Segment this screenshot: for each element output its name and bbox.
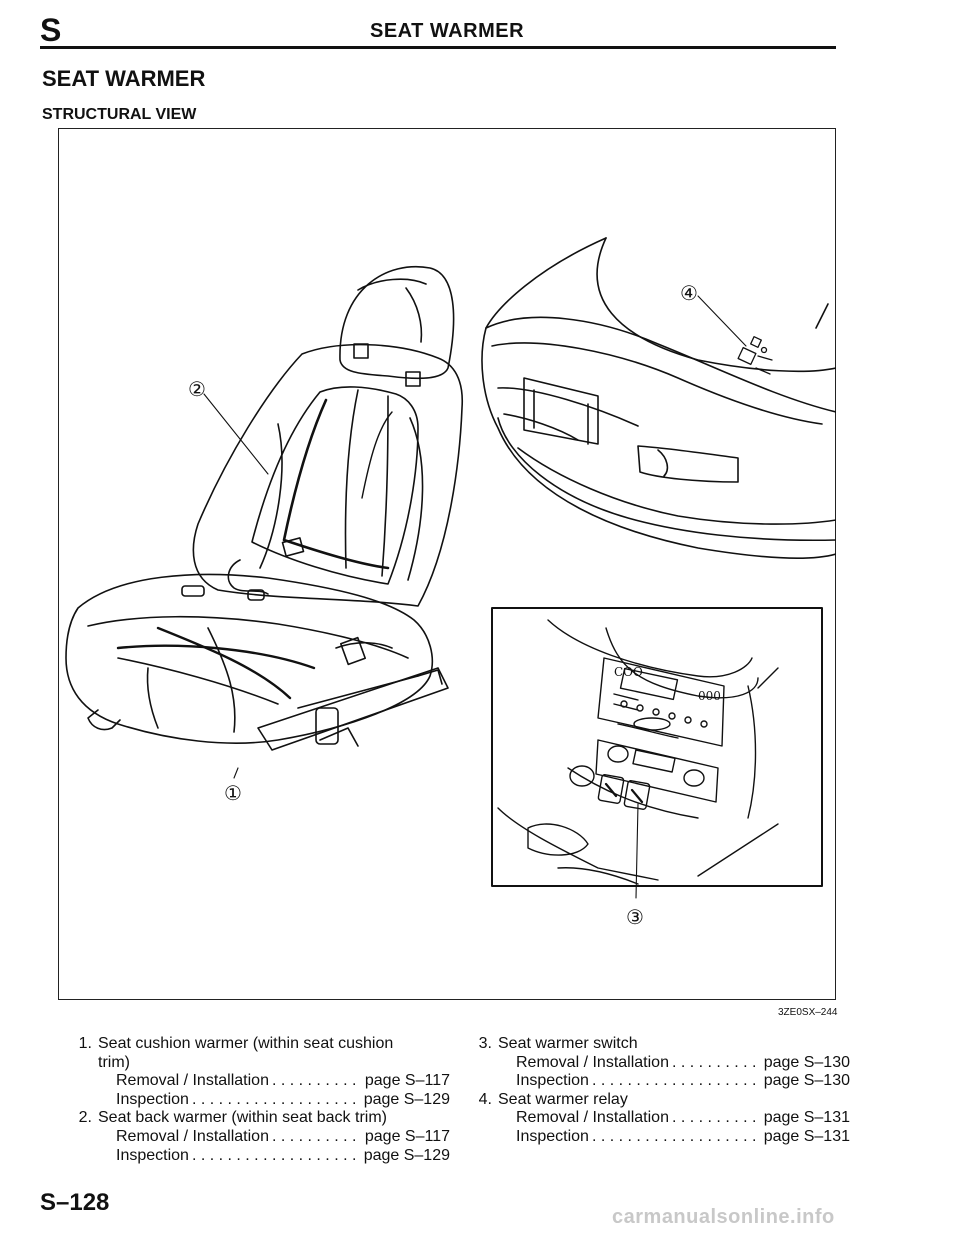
reference-page: page S–117 <box>364 1072 450 1090</box>
figure-frame <box>58 128 836 1000</box>
list-item: 4. Seat warmer relay Removal / Installat… <box>470 1091 850 1147</box>
reference-label: Removal / Installation <box>116 1127 269 1145</box>
reference-page: page S–130 <box>763 1072 850 1090</box>
item-number: 1. <box>78 1035 92 1052</box>
page-reference: Inspection page S–129 <box>116 1147 450 1166</box>
section-letter: S <box>40 12 62 48</box>
header-rule <box>40 46 836 49</box>
reference-page: page S–130 <box>763 1053 850 1071</box>
leader-dots <box>672 1054 761 1073</box>
reference-page: page S–131 <box>763 1127 850 1145</box>
page-reference: Inspection page S–131 <box>516 1128 850 1147</box>
leader-dots <box>192 1147 361 1166</box>
reference-label: Inspection <box>116 1090 189 1108</box>
item-number: 2. <box>78 1109 92 1127</box>
callout-4: ④ <box>680 281 698 305</box>
reference-label: Inspection <box>516 1072 589 1090</box>
svg-text:COO: COO <box>614 665 643 679</box>
leader-dots <box>672 1109 761 1128</box>
page-title: SEAT WARMER <box>42 66 206 91</box>
watermark: carmanualsonline.info <box>612 1206 835 1228</box>
page-reference: Inspection page S–129 <box>116 1091 450 1110</box>
item-name: Seat warmer switch <box>498 1035 638 1052</box>
list-item: 1. Seat cushion warmer (within seat cush… <box>70 1035 450 1109</box>
item-name-continued: trim) <box>98 1053 130 1071</box>
page-number: S–128 <box>40 1189 110 1216</box>
leader-dots <box>592 1072 761 1091</box>
leader-dots <box>272 1072 362 1091</box>
page-reference: Removal / Installation page S–130 <box>516 1054 850 1073</box>
callout-3: ③ <box>626 905 644 929</box>
item-name: Seat cushion warmer (within seat cushion <box>98 1035 394 1052</box>
leader-dots <box>592 1128 761 1147</box>
item-name: Seat back warmer (within seat back trim) <box>98 1109 387 1127</box>
page-reference: Removal / Installation page S–131 <box>516 1109 850 1128</box>
car-rear-drawing <box>481 237 836 560</box>
callout-1: ① <box>224 781 242 805</box>
console-inset <box>491 607 823 887</box>
leader-dots <box>192 1091 361 1110</box>
parts-list-left: 1. Seat cushion warmer (within seat cush… <box>70 1035 450 1165</box>
leader-dots <box>272 1128 362 1147</box>
page-reference: Removal / Installation page S–117 <box>116 1128 450 1147</box>
item-number: 3. <box>478 1035 492 1052</box>
page-reference: Removal / Installation page S–117 <box>116 1072 450 1091</box>
reference-page: page S–129 <box>363 1146 450 1164</box>
seat-drawing <box>65 265 464 779</box>
console-drawing: COO 000 <box>497 619 779 899</box>
reference-page: page S–129 <box>363 1090 450 1108</box>
header-title: SEAT WARMER <box>370 20 525 42</box>
page-reference: Inspection page S–130 <box>516 1072 850 1091</box>
callout-2: ② <box>188 377 206 401</box>
subsection-title: STRUCTURAL VIEW <box>42 106 197 123</box>
item-name: Seat warmer relay <box>498 1090 628 1108</box>
structural-illustration: COO 000 ② ① ③ ④ <box>65 237 836 929</box>
figure-code: 3ZE0SX–244 <box>778 1007 838 1018</box>
reference-label: Inspection <box>516 1127 589 1145</box>
reference-label: Inspection <box>116 1146 189 1164</box>
parts-list-right: 3. Seat warmer switch Removal / Installa… <box>470 1035 850 1147</box>
reference-label: Removal / Installation <box>116 1072 269 1090</box>
item-number: 4. <box>478 1090 492 1108</box>
reference-label: Removal / Installation <box>516 1053 669 1071</box>
list-item: 3. Seat warmer switch Removal / Installa… <box>470 1035 850 1091</box>
list-item: 2. Seat back warmer (within seat back tr… <box>70 1109 450 1165</box>
svg-text:000: 000 <box>698 689 721 703</box>
reference-page: page S–117 <box>364 1127 450 1145</box>
reference-label: Removal / Installation <box>516 1109 669 1127</box>
reference-page: page S–131 <box>763 1109 850 1127</box>
